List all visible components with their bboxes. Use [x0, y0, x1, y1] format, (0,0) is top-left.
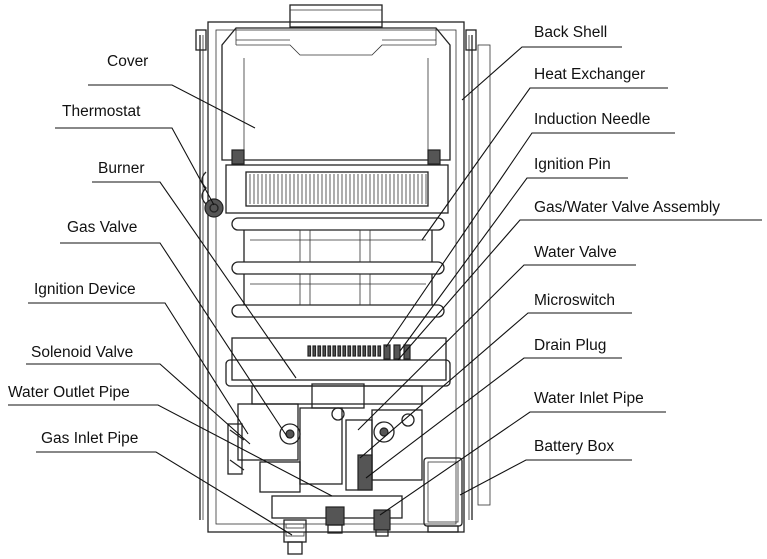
label-cover: Cover [107, 53, 149, 70]
label-water-outlet-pipe: Water Outlet Pipe [8, 384, 130, 401]
leader-water-outlet-pipe [8, 404, 333, 497]
burner-port [307, 345, 312, 357]
leader-heat-exchanger [421, 87, 668, 241]
label-gas-water-valve-assembly: Gas/Water Valve Assembly [534, 199, 721, 216]
burner-port [372, 345, 377, 357]
label-gas-valve: Gas Valve [67, 219, 138, 236]
label-thermostat: Thermostat [62, 103, 141, 120]
burner-port [317, 345, 322, 357]
burner-port [342, 345, 347, 357]
back-shell-frame [195, 21, 491, 533]
bottom-fittings [283, 506, 391, 555]
burner-port [327, 345, 332, 357]
burner-port [332, 345, 337, 357]
burner-port [367, 345, 372, 357]
label-gas-inlet-pipe: Gas Inlet Pipe [41, 430, 139, 447]
leader-battery-box [459, 459, 632, 496]
label-microswitch: Microswitch [534, 292, 615, 309]
leader-water-inlet-pipe [379, 411, 666, 516]
combustion-chamber [231, 217, 445, 318]
leader-water-valve [357, 264, 636, 431]
thermostat-part [201, 171, 224, 218]
leader-cover [88, 84, 256, 129]
label-ignition-pin: Ignition Pin [534, 156, 611, 173]
burner-port [362, 345, 367, 357]
leader-microswitch [359, 312, 632, 459]
burner-port [352, 345, 357, 357]
leader-solenoid-valve [26, 363, 251, 445]
leader-drain-plug [365, 357, 622, 479]
label-solenoid-valve: Solenoid Valve [31, 344, 134, 361]
label-battery-box: Battery Box [534, 438, 615, 455]
label-water-valve: Water Valve [534, 244, 617, 261]
label-heat-exchanger: Heat Exchanger [534, 66, 646, 83]
leader-thermostat [55, 127, 215, 206]
label-back-shell: Back Shell [534, 24, 608, 41]
flue-collar [289, 4, 383, 28]
heat-exchanger-body [225, 164, 449, 214]
burner-port [347, 345, 352, 357]
burner-port [312, 345, 317, 357]
leader-back-shell [461, 46, 622, 101]
label-ignition-device: Ignition Device [34, 281, 136, 298]
leader-gas-valve [60, 242, 289, 439]
battery-box-part [423, 457, 463, 533]
burner-port [337, 345, 342, 357]
label-water-inlet-pipe: Water Inlet Pipe [534, 390, 644, 407]
label-drain-plug: Drain Plug [534, 337, 607, 354]
burner-port [357, 345, 362, 357]
leader-ignition-device [28, 302, 249, 435]
leader-ignition-pin [399, 177, 628, 352]
leader-burner [92, 181, 297, 379]
label-burner: Burner [98, 160, 145, 177]
gas-water-valve-body [227, 383, 423, 519]
leader-gas-water-valve-assembly [397, 219, 762, 361]
cover-hood [221, 27, 451, 165]
leader-induction-needle [385, 132, 675, 348]
burner-port [322, 345, 327, 357]
leader-gas-inlet-pipe [36, 451, 293, 536]
label-induction-needle: Induction Needle [534, 111, 651, 128]
burner-port [377, 345, 382, 357]
